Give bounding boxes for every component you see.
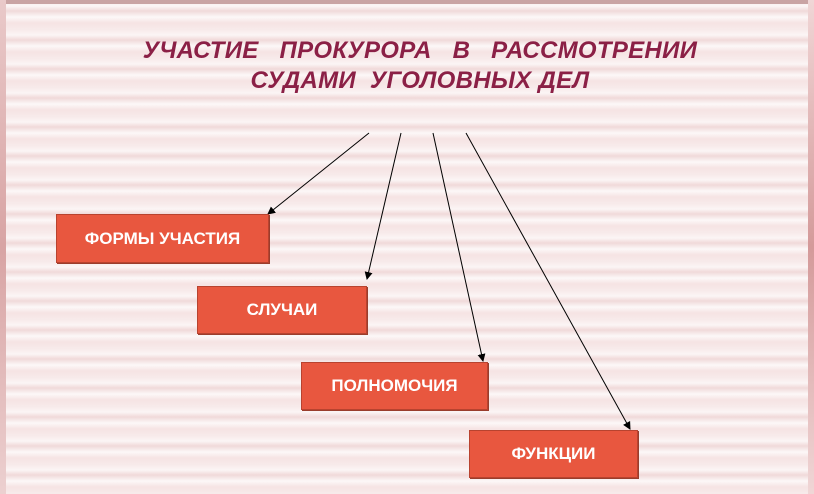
node-powers: ПОЛНОМОЧИЯ — [301, 362, 488, 410]
node-powers-label: ПОЛНОМОЧИЯ — [331, 376, 458, 395]
node-cases-label: СЛУЧАИ — [246, 300, 318, 319]
diagram-title: УЧАСТИЕ ПРОКУРОРА В РАССМОТРЕНИИ СУДАМИ … — [60, 36, 780, 96]
arrow-to-forms — [267, 132, 370, 215]
arrow-to-cases — [364, 132, 402, 280]
slide-border-left — [0, 0, 6, 494]
slide-border-top — [0, 0, 814, 4]
node-functions-label: ФУНКЦИИ — [511, 444, 596, 463]
node-forms-label: ФОРМЫ УЧАСТИЯ — [84, 228, 241, 248]
arrow-to-powers — [432, 132, 486, 362]
node-cases: СЛУЧАИ — [197, 286, 367, 334]
slide-border-right — [808, 0, 814, 494]
node-functions: ФУНКЦИИ — [469, 430, 638, 478]
node-forms-of-participation: ФОРМЫ УЧАСТИЯ — [56, 214, 269, 263]
arrow-to-functions — [465, 132, 631, 430]
diagram-title-line-1: УЧАСТИЕ ПРОКУРОРА В РАССМОТРЕНИИ — [142, 37, 698, 64]
diagram-title-line-2: СУДАМИ УГОЛОВНЫХ ДЕЛ — [250, 67, 590, 94]
